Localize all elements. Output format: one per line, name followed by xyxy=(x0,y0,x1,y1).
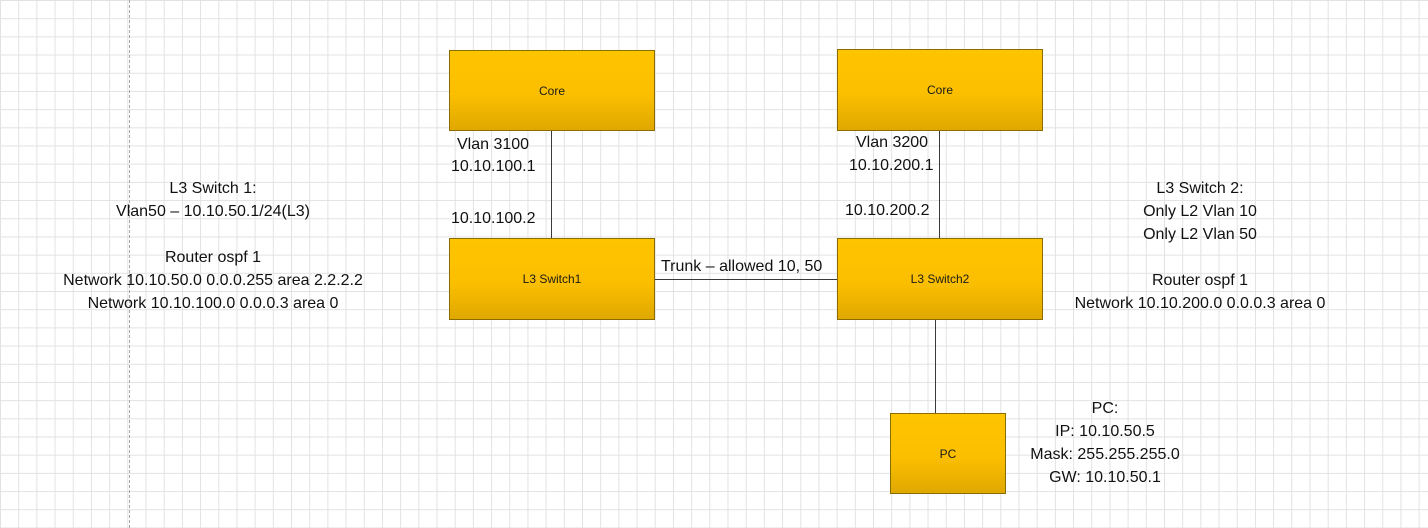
note-line: Vlan50 – 10.10.50.1/24(L3) xyxy=(116,203,310,220)
note-line: Network 10.10.100.0 0.0.0.3 area 0 xyxy=(87,295,339,312)
note-line: Mask: 255.255.255.0 xyxy=(1030,446,1180,463)
switch2-ip-label: 10.10.200.2 xyxy=(845,202,930,219)
dashed-guide-line xyxy=(129,0,130,528)
pc-notes: PC: IP: 10.10.50.5 Mask: 255.255.255.0 G… xyxy=(1010,397,1200,489)
note-line: Network 10.10.50.0 0.0.0.255 area 2.2.2.… xyxy=(63,272,363,289)
core2-node[interactable]: Core xyxy=(837,49,1043,131)
note-line: Only L2 Vlan 10 xyxy=(1143,203,1257,220)
pc-label: PC xyxy=(939,446,957,461)
note-line: L3 Switch 2: xyxy=(1156,180,1244,197)
pc-node[interactable]: PC xyxy=(890,413,1006,494)
switch2-notes: L3 Switch 2: Only L2 Vlan 10 Only L2 Vla… xyxy=(1055,177,1345,315)
note-line: IP: 10.10.50.5 xyxy=(1055,423,1155,440)
core1-vlan-label: Vlan 3100 xyxy=(457,136,530,153)
note-line: L3 Switch 1: xyxy=(169,180,257,197)
core1-label: Core xyxy=(538,83,565,98)
note-line: Only L2 Vlan 50 xyxy=(1143,226,1257,243)
link-core1-switch1 xyxy=(551,131,552,238)
note-line: GW: 10.10.50.1 xyxy=(1049,469,1161,486)
core2-label: Core xyxy=(926,83,953,97)
note-line xyxy=(30,223,396,246)
link-core2-switch2 xyxy=(939,131,940,238)
note-line: PC: xyxy=(1091,400,1119,417)
link-switch2-pc xyxy=(935,320,936,413)
l3switch2-node[interactable]: L3 Switch2 xyxy=(837,238,1043,320)
trunk-label: Trunk – allowed 10, 50 xyxy=(661,258,823,275)
note-line: Router ospf 1 xyxy=(164,249,262,266)
core1-ip-label: 10.10.100.1 xyxy=(451,158,536,175)
note-line: Network 10.10.200.0 0.0.0.3 area 0 xyxy=(1074,295,1326,312)
switch1-notes: L3 Switch 1: Vlan50 – 10.10.50.1/24(L3) … xyxy=(30,177,396,315)
core1-node[interactable]: Core xyxy=(449,50,655,131)
core2-vlan-label: Vlan 3200 xyxy=(856,134,929,151)
note-line xyxy=(1055,246,1345,269)
l3switch1-node[interactable]: L3 Switch1 xyxy=(449,238,655,320)
l3switch2-label: L3 Switch2 xyxy=(910,272,970,286)
core2-ip-label: 10.10.200.1 xyxy=(849,157,934,174)
switch1-ip-label: 10.10.100.2 xyxy=(451,210,536,227)
l3switch1-label: L3 Switch1 xyxy=(522,272,582,286)
link-trunk xyxy=(655,279,838,280)
note-line: Router ospf 1 xyxy=(1151,272,1249,289)
